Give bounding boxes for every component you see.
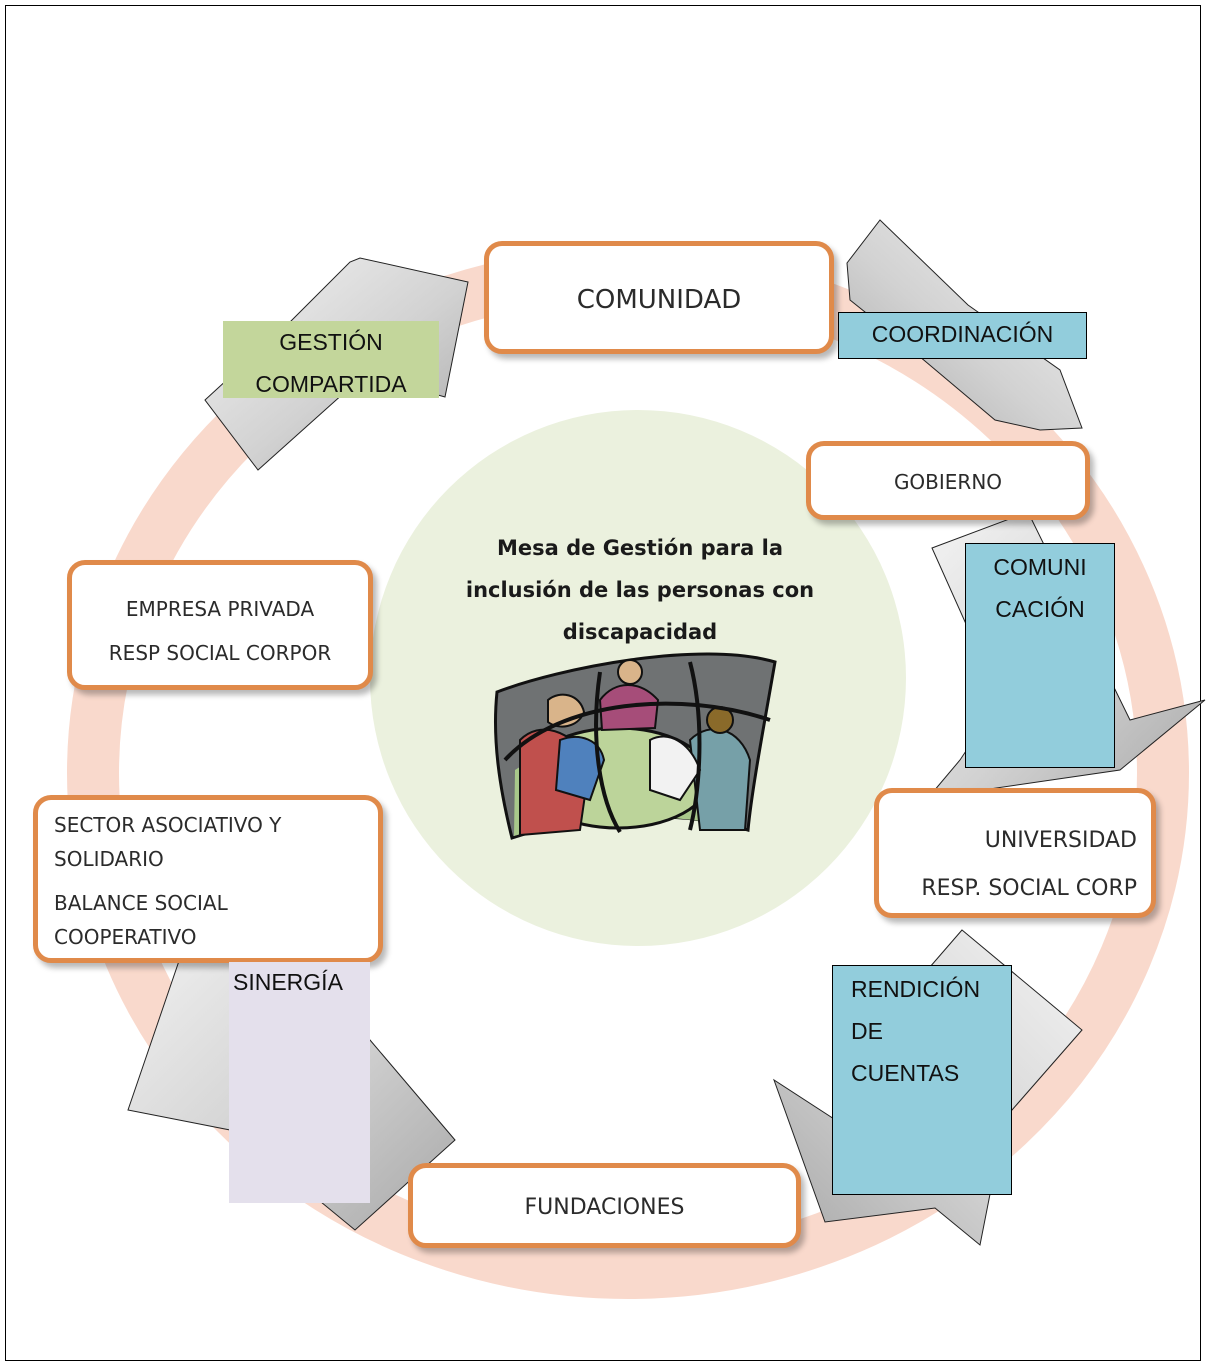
label-gestion-line2: COMPARTIDA <box>255 371 407 397</box>
node-sector-line2: SOLIDARIO <box>54 847 164 871</box>
node-sector-line1: SECTOR ASOCIATIVO Y <box>54 813 282 837</box>
label-comunicacion-line1: COMUNI <box>993 554 1087 580</box>
node-fundaciones-label: FUNDACIONES <box>524 1195 685 1220</box>
label-rendicion-line3: CUENTAS <box>851 1060 960 1086</box>
center-title: Mesa de Gestión para la inclusión de las… <box>440 527 840 653</box>
page-frame <box>5 5 1201 1361</box>
label-sinergia: SINERGÍA <box>229 962 370 1203</box>
label-coordinacion: COORDINACIÓN <box>838 312 1087 359</box>
label-comunicacion: COMUNI CACIÓN <box>965 543 1115 768</box>
node-comunidad-label: COMUNIDAD <box>576 285 742 315</box>
label-comunicacion-line2: CACIÓN <box>995 596 1085 622</box>
node-empresa-line2: RESP SOCIAL CORPOR <box>108 641 332 665</box>
node-empresa-privada: EMPRESA PRIVADA RESP SOCIAL CORPOR <box>67 560 373 690</box>
node-sector-line4: COOPERATIVO <box>54 925 197 949</box>
node-empresa-line1: EMPRESA PRIVADA <box>125 597 315 621</box>
node-comunidad: COMUNIDAD <box>484 241 834 354</box>
label-gestion-line1: GESTIÓN <box>279 329 383 355</box>
node-fundaciones: FUNDACIONES <box>408 1163 801 1248</box>
node-gobierno: GOBIERNO <box>806 441 1090 520</box>
label-rendicion: RENDICIÓN DE CUENTAS <box>832 965 1012 1195</box>
node-gobierno-label: GOBIERNO <box>893 470 1003 494</box>
label-coordinacion-text: COORDINACIÓN <box>871 321 1054 347</box>
node-universidad-line1: UNIVERSIDAD <box>984 828 1137 853</box>
label-rendicion-line1: RENDICIÓN <box>851 976 981 1002</box>
center-title-line2: inclusión de las personas con <box>465 578 815 602</box>
node-sector-line3: BALANCE SOCIAL <box>54 891 228 915</box>
node-sector-asociativo: SECTOR ASOCIATIVO Y SOLIDARIO BALANCE SO… <box>33 795 383 963</box>
label-gestion-compartida: GESTIÓN COMPARTIDA <box>223 321 439 398</box>
node-universidad: UNIVERSIDAD RESP. SOCIAL CORP <box>874 788 1156 918</box>
label-sinergia-text: SINERGÍA <box>233 969 343 995</box>
node-universidad-line2: RESP. SOCIAL CORP <box>921 876 1137 901</box>
center-title-line1: Mesa de Gestión para la <box>496 536 784 560</box>
meeting-clipart <box>494 652 777 840</box>
label-rendicion-line2: DE <box>851 1018 883 1044</box>
center-title-line3: discapacidad <box>562 620 718 644</box>
